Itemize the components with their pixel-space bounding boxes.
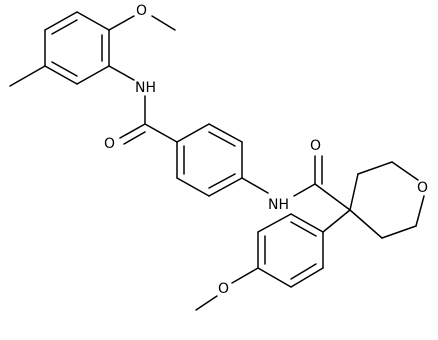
methyl-bond [9,65,46,87]
carbonyl-left-double-1 [119,123,146,139]
aryl-ring-bottom [257,213,324,288]
atom-nh-mid: NH [268,197,289,213]
aryl-ring-top [44,11,110,85]
atom-o-ring: O [417,180,428,196]
methoxy-top-bond-1 [108,15,135,31]
nh-top-bond-aryl [108,65,135,81]
atom-o-methoxy-top: O [136,3,147,19]
atom-o-methoxy-bottom: O [218,281,229,297]
aryl-ring-middle [176,123,243,197]
nh-mid-bond-aryl [241,177,269,194]
quaternary-to-aryl [322,209,351,233]
oxane-ring [349,161,425,239]
atom-o-carbonyl-left: O [104,136,115,152]
atom-o-carbonyl-right: O [310,138,321,154]
carbonyl-left-double-2 [123,131,146,145]
carbonyl-right-to-quaternary [314,183,351,211]
methoxy-bottom-bond-1 [231,267,259,284]
carbonyl-left-to-ring [144,123,178,143]
nh-mid-bond-carbonyl [293,183,316,197]
atom-nh-top: NH [135,80,156,96]
methoxy-top-bond-2 [151,15,176,31]
methoxy-bottom-bond-2 [195,295,218,311]
